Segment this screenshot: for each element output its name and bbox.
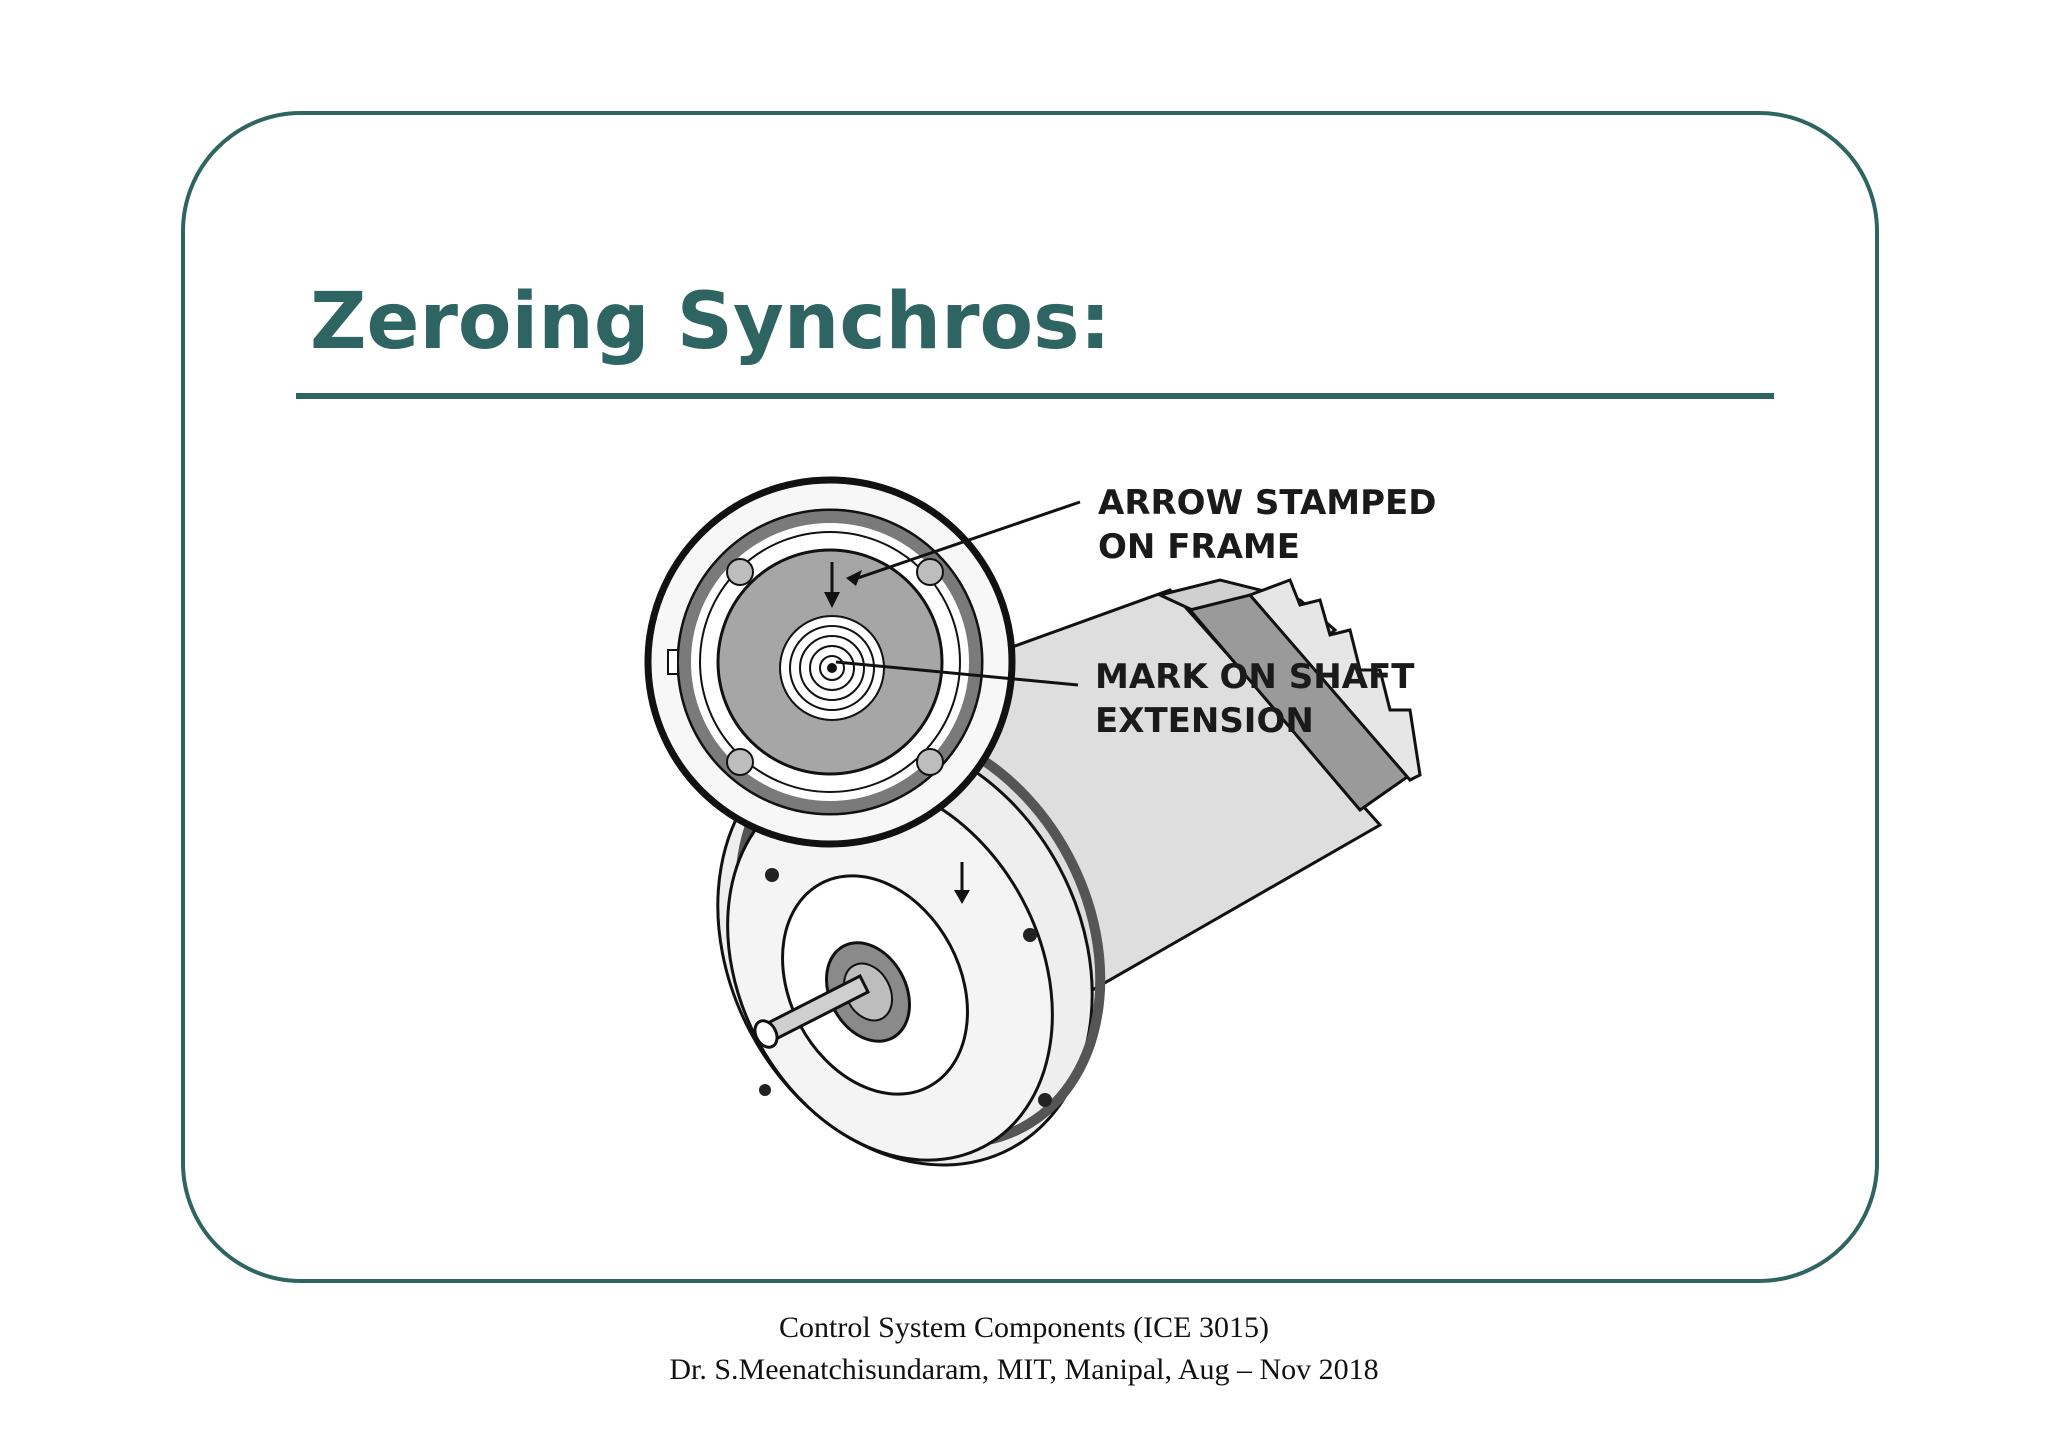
shaft-callout-line [835, 660, 1079, 687]
footer-course: Control System Components (ICE 3015) [779, 1311, 1269, 1344]
callout-mark-on-shaft-line1: MARK ON SHAFT [1095, 657, 1415, 697]
synchro-diagram: ARROW STAMPED ON FRAME MARK ON SHAFT EXT… [644, 476, 1436, 1167]
enlarged-end-view [644, 476, 1016, 848]
callout-arrow-stamped-line1: ARROW STAMPED [1098, 483, 1436, 523]
slide-title: Zeroing Synchros: [310, 277, 1111, 367]
callout-arrow-stamped-line2: ON FRAME [1098, 527, 1300, 567]
title-underline [296, 393, 1774, 399]
synchro-zeroing-figure: ARROW STAMPED ON FRAME MARK ON SHAFT EXT… [600, 430, 1500, 1250]
synchro-body [716, 578, 1422, 1167]
footer-author: Dr. S.Meenatchisundaram, MIT, Manipal, A… [669, 1353, 1379, 1386]
arrow-callout-line [851, 500, 1081, 582]
callout-mark-on-shaft-line2: EXTENSION [1095, 701, 1314, 741]
